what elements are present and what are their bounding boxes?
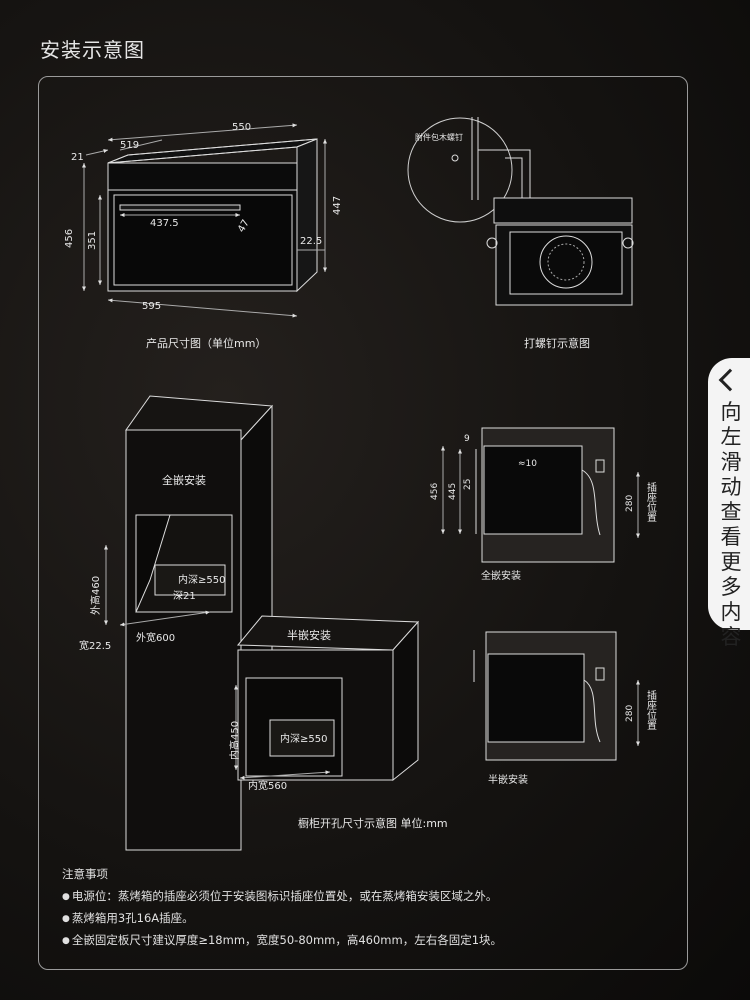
side-half-socket: 插座位置 bbox=[645, 689, 657, 730]
side-full-socket: 插座位置 bbox=[645, 481, 657, 522]
dim-height: 456 bbox=[64, 229, 75, 248]
cabinet-drawing bbox=[104, 395, 420, 851]
dim-door-height: 351 bbox=[87, 231, 98, 250]
side-half-d280: 280 bbox=[625, 705, 635, 722]
side-view-half bbox=[473, 631, 640, 761]
product-dimension-drawing bbox=[82, 123, 327, 318]
half-inner-depth: 内深≥550 bbox=[280, 732, 327, 745]
half-install-title: 半嵌安装 bbox=[287, 628, 331, 642]
note-item: 电源位：蒸烤箱的插座必须位于安装图标识插座位置处，或在蒸烤箱安装区域之外。 bbox=[62, 886, 502, 908]
side-half-caption: 半嵌安装 bbox=[488, 773, 528, 786]
product-caption: 产品尺寸图（单位mm） bbox=[146, 336, 266, 350]
dim-depth: 519 bbox=[120, 140, 139, 151]
full-outer-width: 外宽600 bbox=[136, 631, 175, 644]
side-full-d456: 456 bbox=[430, 483, 440, 500]
screw-note: 附件包木螺钉 bbox=[415, 132, 463, 142]
note-item: 蒸烤箱用3孔16A插座。 bbox=[62, 908, 502, 930]
cabinet-caption: 橱柜开孔尺寸示意图 单位:mm bbox=[298, 816, 448, 830]
dim-top-width: 550 bbox=[232, 122, 251, 133]
side-full-caption: 全嵌安装 bbox=[481, 569, 521, 582]
dim-bottom-width: 595 bbox=[142, 301, 161, 312]
side-full-d10: ≈10 bbox=[518, 459, 537, 469]
full-depth: 深21 bbox=[173, 590, 196, 602]
dim-right-height: 447 bbox=[332, 196, 343, 215]
side-view-full bbox=[441, 427, 640, 563]
notes: 注意事项 电源位：蒸烤箱的插座必须位于安装图标识插座位置处，或在蒸烤箱安装区域之… bbox=[62, 864, 502, 952]
full-inner-depth: 内深≥550 bbox=[178, 573, 225, 586]
page-title: 安装示意图 bbox=[40, 38, 145, 62]
side-full-d280: 280 bbox=[625, 495, 635, 512]
chevron-left-icon bbox=[718, 368, 742, 392]
dim-handle: 437.5 bbox=[150, 218, 179, 229]
full-install-title: 全嵌安装 bbox=[162, 473, 206, 487]
full-outer-height: 外高460 bbox=[89, 576, 102, 615]
full-width: 宽22.5 bbox=[79, 639, 111, 652]
swipe-left-text: 向左滑动查看更多内容 bbox=[720, 400, 742, 649]
screw-diagram bbox=[407, 117, 634, 306]
half-inner-height: 内高450 bbox=[228, 721, 241, 760]
dim-door: 21 bbox=[71, 152, 84, 163]
half-inner-width: 内宽560 bbox=[248, 779, 287, 792]
side-full-d9: 9 bbox=[464, 434, 470, 444]
note-item: 全嵌固定板尺寸建议厚度≥18mm，宽度50-80mm，高460mm，左右各固定1… bbox=[62, 930, 502, 952]
side-full-d445: 445 bbox=[448, 483, 458, 500]
dim-base: 22.5 bbox=[300, 236, 322, 247]
side-full-d25: 25 bbox=[463, 479, 473, 490]
content-frame bbox=[38, 76, 688, 970]
swipe-left-tab[interactable]: 向左滑动查看更多内容 bbox=[708, 358, 750, 649]
notes-title: 注意事项 bbox=[62, 867, 108, 881]
screw-caption: 打螺钉示意图 bbox=[524, 336, 590, 350]
